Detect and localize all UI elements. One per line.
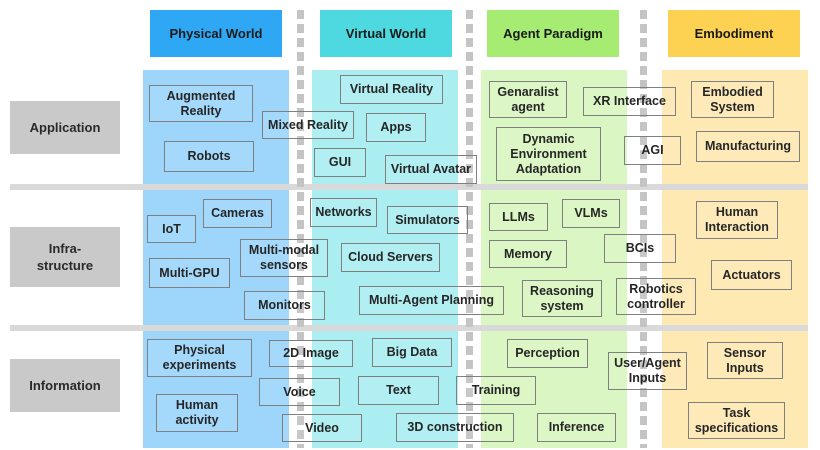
agent-paradigm-column bbox=[481, 70, 627, 448]
multi-agent-planning-box: Multi-Agent Planning bbox=[359, 286, 504, 315]
big-data-box: Big Data bbox=[372, 338, 452, 367]
augmented-reality-box: Augmented Reality bbox=[149, 85, 253, 122]
row-label-information: Information bbox=[10, 359, 120, 412]
reasoning-system-box: Reasoning system bbox=[522, 280, 602, 317]
robotics-controller-box: Robotics controller bbox=[616, 278, 696, 315]
dynamic-environment-adaptation-box: Dynamic Environment Adaptation bbox=[496, 127, 601, 181]
virtual-world-column bbox=[312, 70, 458, 448]
robots-box: Robots bbox=[164, 141, 254, 172]
embodiment-column bbox=[662, 70, 808, 448]
apps-box: Apps bbox=[366, 113, 426, 142]
video-box: Video bbox=[282, 414, 362, 442]
header-embodiment: Embodiment bbox=[668, 10, 800, 57]
column-separator-3 bbox=[640, 10, 647, 448]
simulators-box: Simulators bbox=[387, 206, 468, 234]
manufacturing-box: Manufacturing bbox=[696, 131, 800, 162]
user-agent-inputs-box: User/Agent Inputs bbox=[608, 352, 687, 390]
memory-box: Memory bbox=[489, 240, 567, 268]
inference-box: Inference bbox=[537, 413, 616, 442]
vlms-box: VLMs bbox=[562, 199, 620, 228]
virtual-avatar-box: Virtual Avatar bbox=[385, 155, 477, 184]
task-specifications-box: Task specifications bbox=[688, 402, 785, 439]
column-separator-2 bbox=[466, 10, 473, 448]
xr-interface-box: XR Interface bbox=[583, 87, 676, 116]
column-separator-1 bbox=[297, 10, 304, 448]
row-separator-1 bbox=[10, 184, 808, 190]
multi-gpu-box: Multi-GPU bbox=[149, 258, 230, 288]
voice-box: Voice bbox=[259, 378, 340, 406]
virtual-reality-box: Virtual Reality bbox=[340, 75, 443, 104]
training-box: Training bbox=[456, 376, 536, 405]
row-label-application: Application bbox=[10, 101, 120, 154]
mixed-reality-box: Mixed Reality bbox=[262, 111, 354, 139]
iot-box: IoT bbox=[147, 215, 196, 243]
row-label-infrastructure: Infra- structure bbox=[10, 227, 120, 287]
genaralist-agent-box: Genaralist agent bbox=[489, 81, 567, 118]
sensor-inputs-box: Sensor Inputs bbox=[707, 342, 783, 379]
networks-box: Networks bbox=[310, 198, 377, 227]
header-agent-paradigm: Agent Paradigm bbox=[487, 10, 619, 57]
2d-image-box: 2D Image bbox=[269, 340, 353, 367]
3d-construction-box: 3D construction bbox=[396, 413, 514, 442]
agi-box: AGI bbox=[624, 136, 681, 165]
text-box: Text bbox=[358, 376, 439, 405]
header-virtual-world: Virtual World bbox=[320, 10, 452, 57]
human-interaction-box: Human Interaction bbox=[696, 201, 778, 239]
llms-box: LLMs bbox=[489, 203, 548, 231]
gui-box: GUI bbox=[314, 148, 366, 177]
embodied-system-box: Embodied System bbox=[691, 81, 774, 118]
actuators-box: Actuators bbox=[711, 260, 792, 290]
physical-experiments-box: Physical experiments bbox=[147, 339, 252, 377]
physical-world-column bbox=[143, 70, 289, 448]
monitors-box: Monitors bbox=[244, 291, 325, 320]
cameras-box: Cameras bbox=[203, 199, 272, 228]
perception-box: Perception bbox=[507, 339, 588, 368]
row-separator-2 bbox=[10, 325, 808, 331]
multimodal-sensors-box: Multi-modal sensors bbox=[240, 239, 328, 277]
cloud-servers-box: Cloud Servers bbox=[341, 243, 440, 272]
bcis-box: BCIs bbox=[604, 234, 676, 263]
human-activity-box: Human activity bbox=[156, 394, 238, 432]
header-physical-world: Physical World bbox=[150, 10, 282, 57]
